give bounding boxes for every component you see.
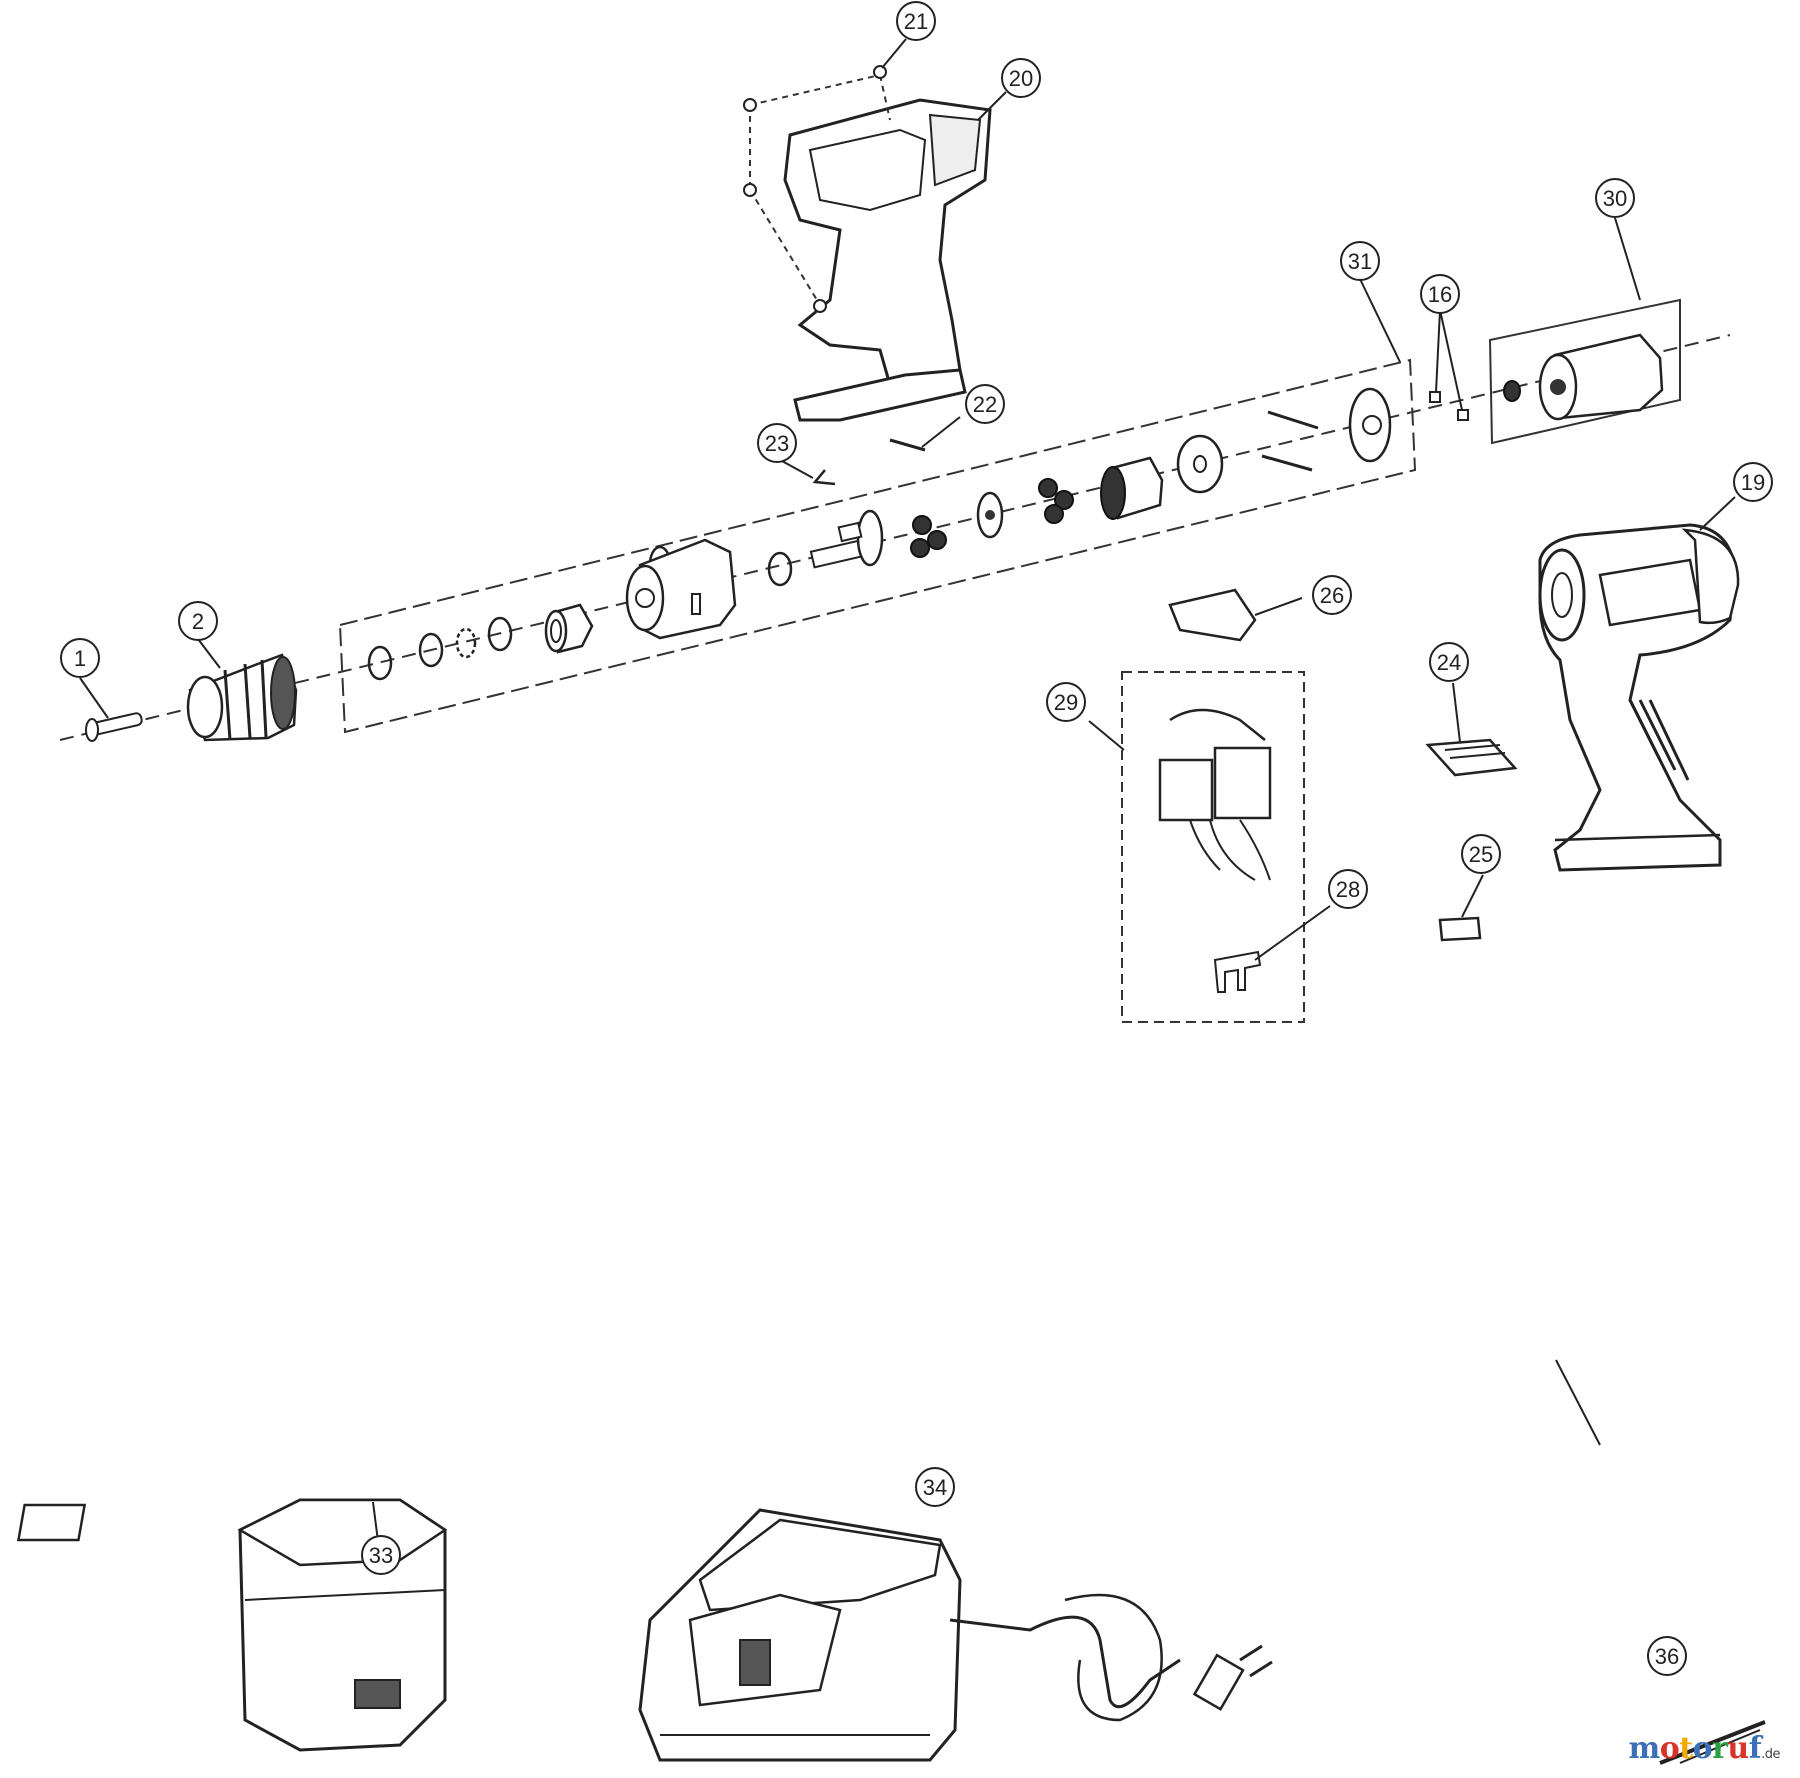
callout-36: 36 xyxy=(1647,1636,1687,1676)
part-25 xyxy=(1438,916,1482,942)
callout-20: 20 xyxy=(1001,58,1041,98)
gearbox-group-outline xyxy=(338,358,1417,734)
part-housing-screws xyxy=(743,65,891,313)
watermark-letter: u xyxy=(1727,1731,1749,1766)
part-planet-gears-1 xyxy=(910,515,947,558)
part-motor-plate xyxy=(1348,387,1392,463)
callout-24: 24 xyxy=(1429,642,1469,682)
switch-group-outline xyxy=(1121,671,1305,1023)
callout-2: 2 xyxy=(178,601,218,641)
svg-text:16: 16 xyxy=(1428,282,1452,307)
watermark-letter: o xyxy=(1692,1731,1713,1766)
callout-19: 19 xyxy=(1733,462,1773,502)
watermark-letter: m xyxy=(1628,1731,1660,1766)
callout-22: 22 xyxy=(965,384,1005,424)
part-sun-gear-plate xyxy=(976,491,1004,539)
part-screws-16 xyxy=(1429,391,1469,421)
part-ring-gear xyxy=(1100,456,1164,520)
watermark-letter: t xyxy=(1679,1731,1693,1766)
part-28 xyxy=(1213,950,1262,993)
part-charger xyxy=(638,1508,1273,1762)
callout-23: 23 xyxy=(757,423,797,463)
svg-text:31: 31 xyxy=(1348,249,1372,274)
callouts: 1 2 16 19 20 21 22 23 24 25 26 28 29 30 … xyxy=(60,1,1773,1676)
svg-text:2: 2 xyxy=(192,609,204,634)
svg-text:1: 1 xyxy=(74,646,86,671)
callout-31: 31 xyxy=(1340,241,1380,281)
svg-text:20: 20 xyxy=(1009,66,1033,91)
watermark-letter: r xyxy=(1712,1731,1728,1766)
leader-lines xyxy=(79,38,1736,1566)
callout-21: 21 xyxy=(896,1,936,41)
part-switch xyxy=(1158,708,1272,881)
svg-text:19: 19 xyxy=(1741,470,1765,495)
part-pin-22 xyxy=(889,438,926,452)
callout-1: 1 xyxy=(60,638,100,678)
part-pins xyxy=(1261,410,1319,472)
callout-26: 26 xyxy=(1312,575,1352,615)
part-chuck-screw xyxy=(85,712,143,742)
part-screwdriver-bit xyxy=(1659,1720,1766,1765)
svg-text:29: 29 xyxy=(1054,690,1078,715)
part-26 xyxy=(1168,588,1257,642)
svg-text:33: 33 xyxy=(369,1543,393,1568)
callout-34: 34 xyxy=(915,1467,955,1507)
part-keyless-chuck xyxy=(186,653,298,742)
callout-25: 25 xyxy=(1461,834,1501,874)
part-motor xyxy=(1503,333,1664,421)
part-washer xyxy=(1176,434,1224,494)
svg-text:25: 25 xyxy=(1469,842,1493,867)
part-clip-23 xyxy=(812,469,836,486)
part-planet-gears-2 xyxy=(1038,478,1074,524)
callout-30: 30 xyxy=(1595,178,1635,218)
watermark-logo: motoruf.de xyxy=(1628,1731,1780,1766)
part-spindle xyxy=(809,509,884,569)
assembly-axis xyxy=(59,334,1731,741)
watermark-tld: .de xyxy=(1761,1747,1780,1762)
part-housing-complete xyxy=(1538,523,1740,872)
callout-16: 16 xyxy=(1420,274,1460,314)
svg-text:36: 36 xyxy=(1655,1644,1679,1669)
watermark-letter: o xyxy=(1659,1731,1680,1766)
callout-33: 33 xyxy=(361,1535,401,1575)
part-housing-half-left xyxy=(783,98,992,422)
part-bushing xyxy=(544,603,594,654)
part-gear-housing xyxy=(625,538,737,640)
svg-text:28: 28 xyxy=(1336,877,1360,902)
motor-group-outline xyxy=(1488,298,1681,445)
callout-28: 28 xyxy=(1328,869,1368,909)
svg-text:26: 26 xyxy=(1320,583,1344,608)
watermark-letter: f xyxy=(1748,1731,1762,1766)
callout-29: 29 xyxy=(1046,682,1086,722)
svg-text:23: 23 xyxy=(765,431,789,456)
svg-text:34: 34 xyxy=(923,1475,947,1500)
svg-text:21: 21 xyxy=(904,9,928,34)
part-24 xyxy=(1425,738,1518,777)
svg-text:30: 30 xyxy=(1603,186,1627,211)
svg-text:24: 24 xyxy=(1437,650,1461,675)
svg-text:22: 22 xyxy=(973,392,997,417)
